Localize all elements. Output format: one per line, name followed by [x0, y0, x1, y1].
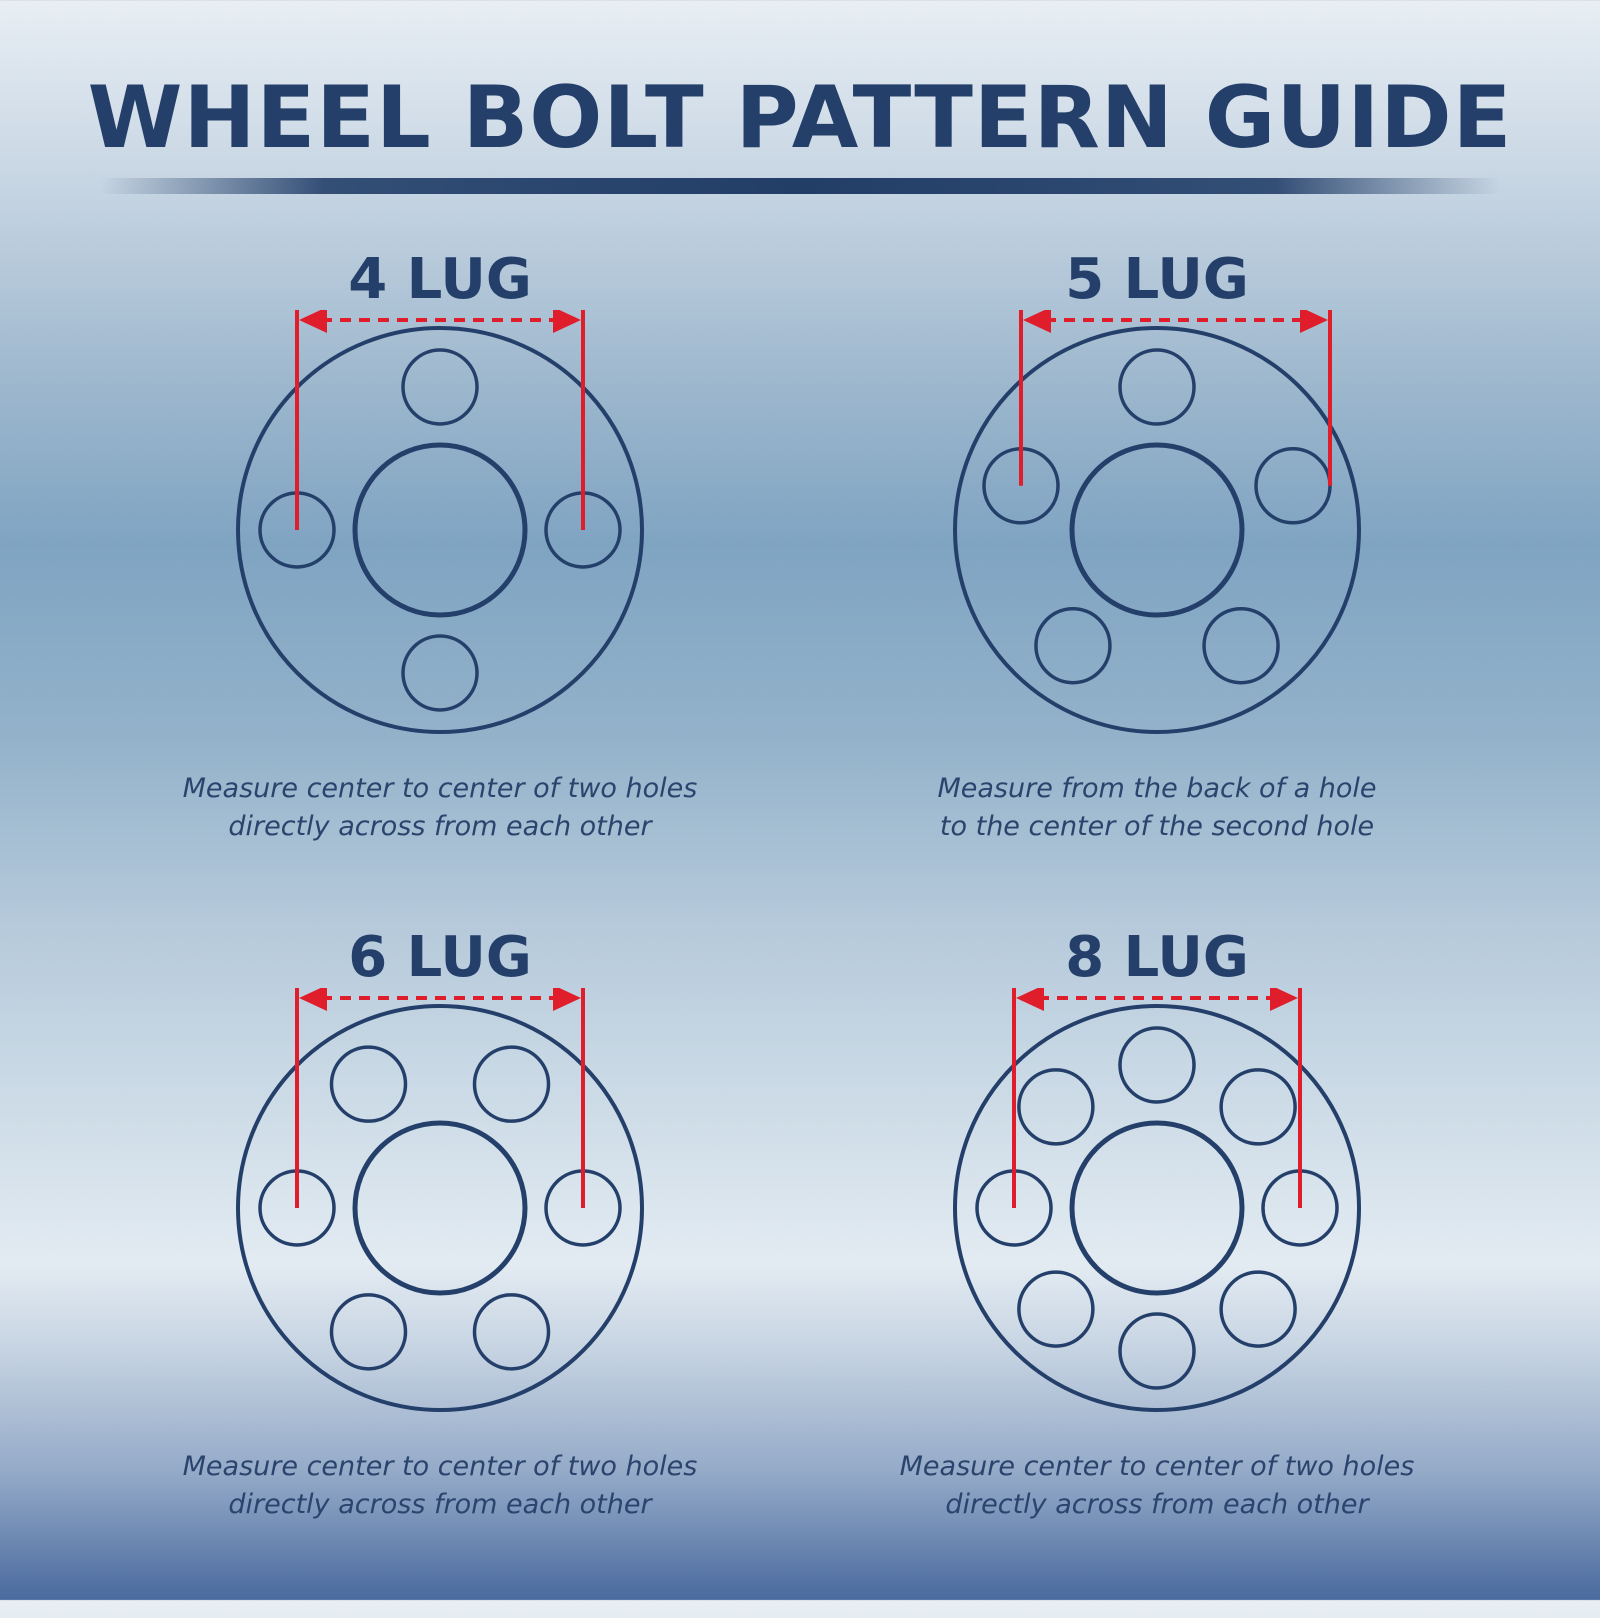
center-bore	[1069, 442, 1245, 618]
wheel-outline	[236, 1004, 644, 1412]
wheel-outline	[953, 1004, 1361, 1412]
panel-8-lug: 8 LUG Measure center to center of two ho…	[757, 918, 1557, 1618]
lug-hole	[401, 348, 479, 426]
title-divider	[100, 178, 1500, 194]
arrow-right-icon	[1270, 988, 1298, 1011]
caption: Measure from the back of a hole to the c…	[757, 770, 1557, 846]
lug-hole	[1034, 606, 1112, 685]
wheel-diagram-6-lug	[236, 988, 644, 1412]
page-title: WHEEL BOLT PATTERN GUIDE	[87, 68, 1513, 168]
arrow-right-icon	[1300, 310, 1329, 333]
caption: Measure center to center of two holes di…	[40, 1448, 840, 1524]
caption: Measure center to center of two holes di…	[757, 1448, 1557, 1524]
caption-line-1: Measure center to center of two holes	[182, 773, 698, 804]
lug-hole	[401, 634, 479, 712]
lug-hole	[329, 1293, 408, 1371]
lug-hole	[1118, 1026, 1196, 1104]
arrow-left-icon	[299, 988, 327, 1011]
caption-line-2: directly across from each other	[228, 1489, 652, 1520]
center-bore	[352, 1120, 528, 1296]
wheel-diagram-5-lug	[953, 310, 1361, 734]
lug-title: 8 LUG	[1065, 925, 1249, 990]
lug-title: 5 LUG	[1065, 247, 1249, 312]
arrow-left-icon	[299, 310, 327, 333]
caption: Measure center to center of two holes di…	[40, 770, 840, 846]
lug-title: 6 LUG	[348, 925, 532, 990]
lug-hole	[472, 1293, 551, 1371]
caption-line-2: to the center of the second hole	[939, 811, 1375, 842]
caption-line-1: Measure center to center of two holes	[182, 1451, 698, 1482]
center-bore	[1069, 1120, 1245, 1296]
caption-line-2: directly across from each other	[945, 1489, 1369, 1520]
arrow-right-icon	[553, 310, 581, 333]
lug-hole	[1118, 1312, 1196, 1390]
wheel-outline	[953, 326, 1361, 734]
lug-hole	[329, 1045, 408, 1123]
caption-line-1: Measure center to center of two holes	[899, 1451, 1415, 1482]
caption-line-1: Measure from the back of a hole	[937, 773, 1377, 804]
panel-5-lug: 5 LUG Measure from the back of a hole to…	[757, 240, 1557, 940]
lug-hole	[1254, 447, 1332, 525]
lug-title: 4 LUG	[348, 247, 532, 312]
arrow-left-icon	[1016, 988, 1044, 1011]
arrow-left-icon	[1022, 310, 1051, 333]
wheel-diagram-4-lug	[236, 310, 644, 734]
lug-hole	[1017, 1068, 1095, 1146]
lug-hole	[1219, 1270, 1297, 1348]
wheel-outline	[236, 326, 644, 734]
panel-4-lug: 4 LUG Measure center to center of two ho…	[40, 240, 840, 940]
panel-6-lug: 6 LUG Measure center to center of two ho…	[40, 918, 840, 1618]
lug-hole	[1219, 1068, 1297, 1146]
lug-hole	[1017, 1270, 1095, 1348]
caption-line-2: directly across from each other	[228, 811, 652, 842]
lug-hole	[1118, 348, 1196, 426]
wheel-diagram-8-lug	[953, 988, 1361, 1412]
lug-hole	[1202, 606, 1280, 685]
arrow-right-icon	[553, 988, 581, 1011]
center-bore	[352, 442, 528, 618]
lug-hole	[472, 1045, 551, 1123]
